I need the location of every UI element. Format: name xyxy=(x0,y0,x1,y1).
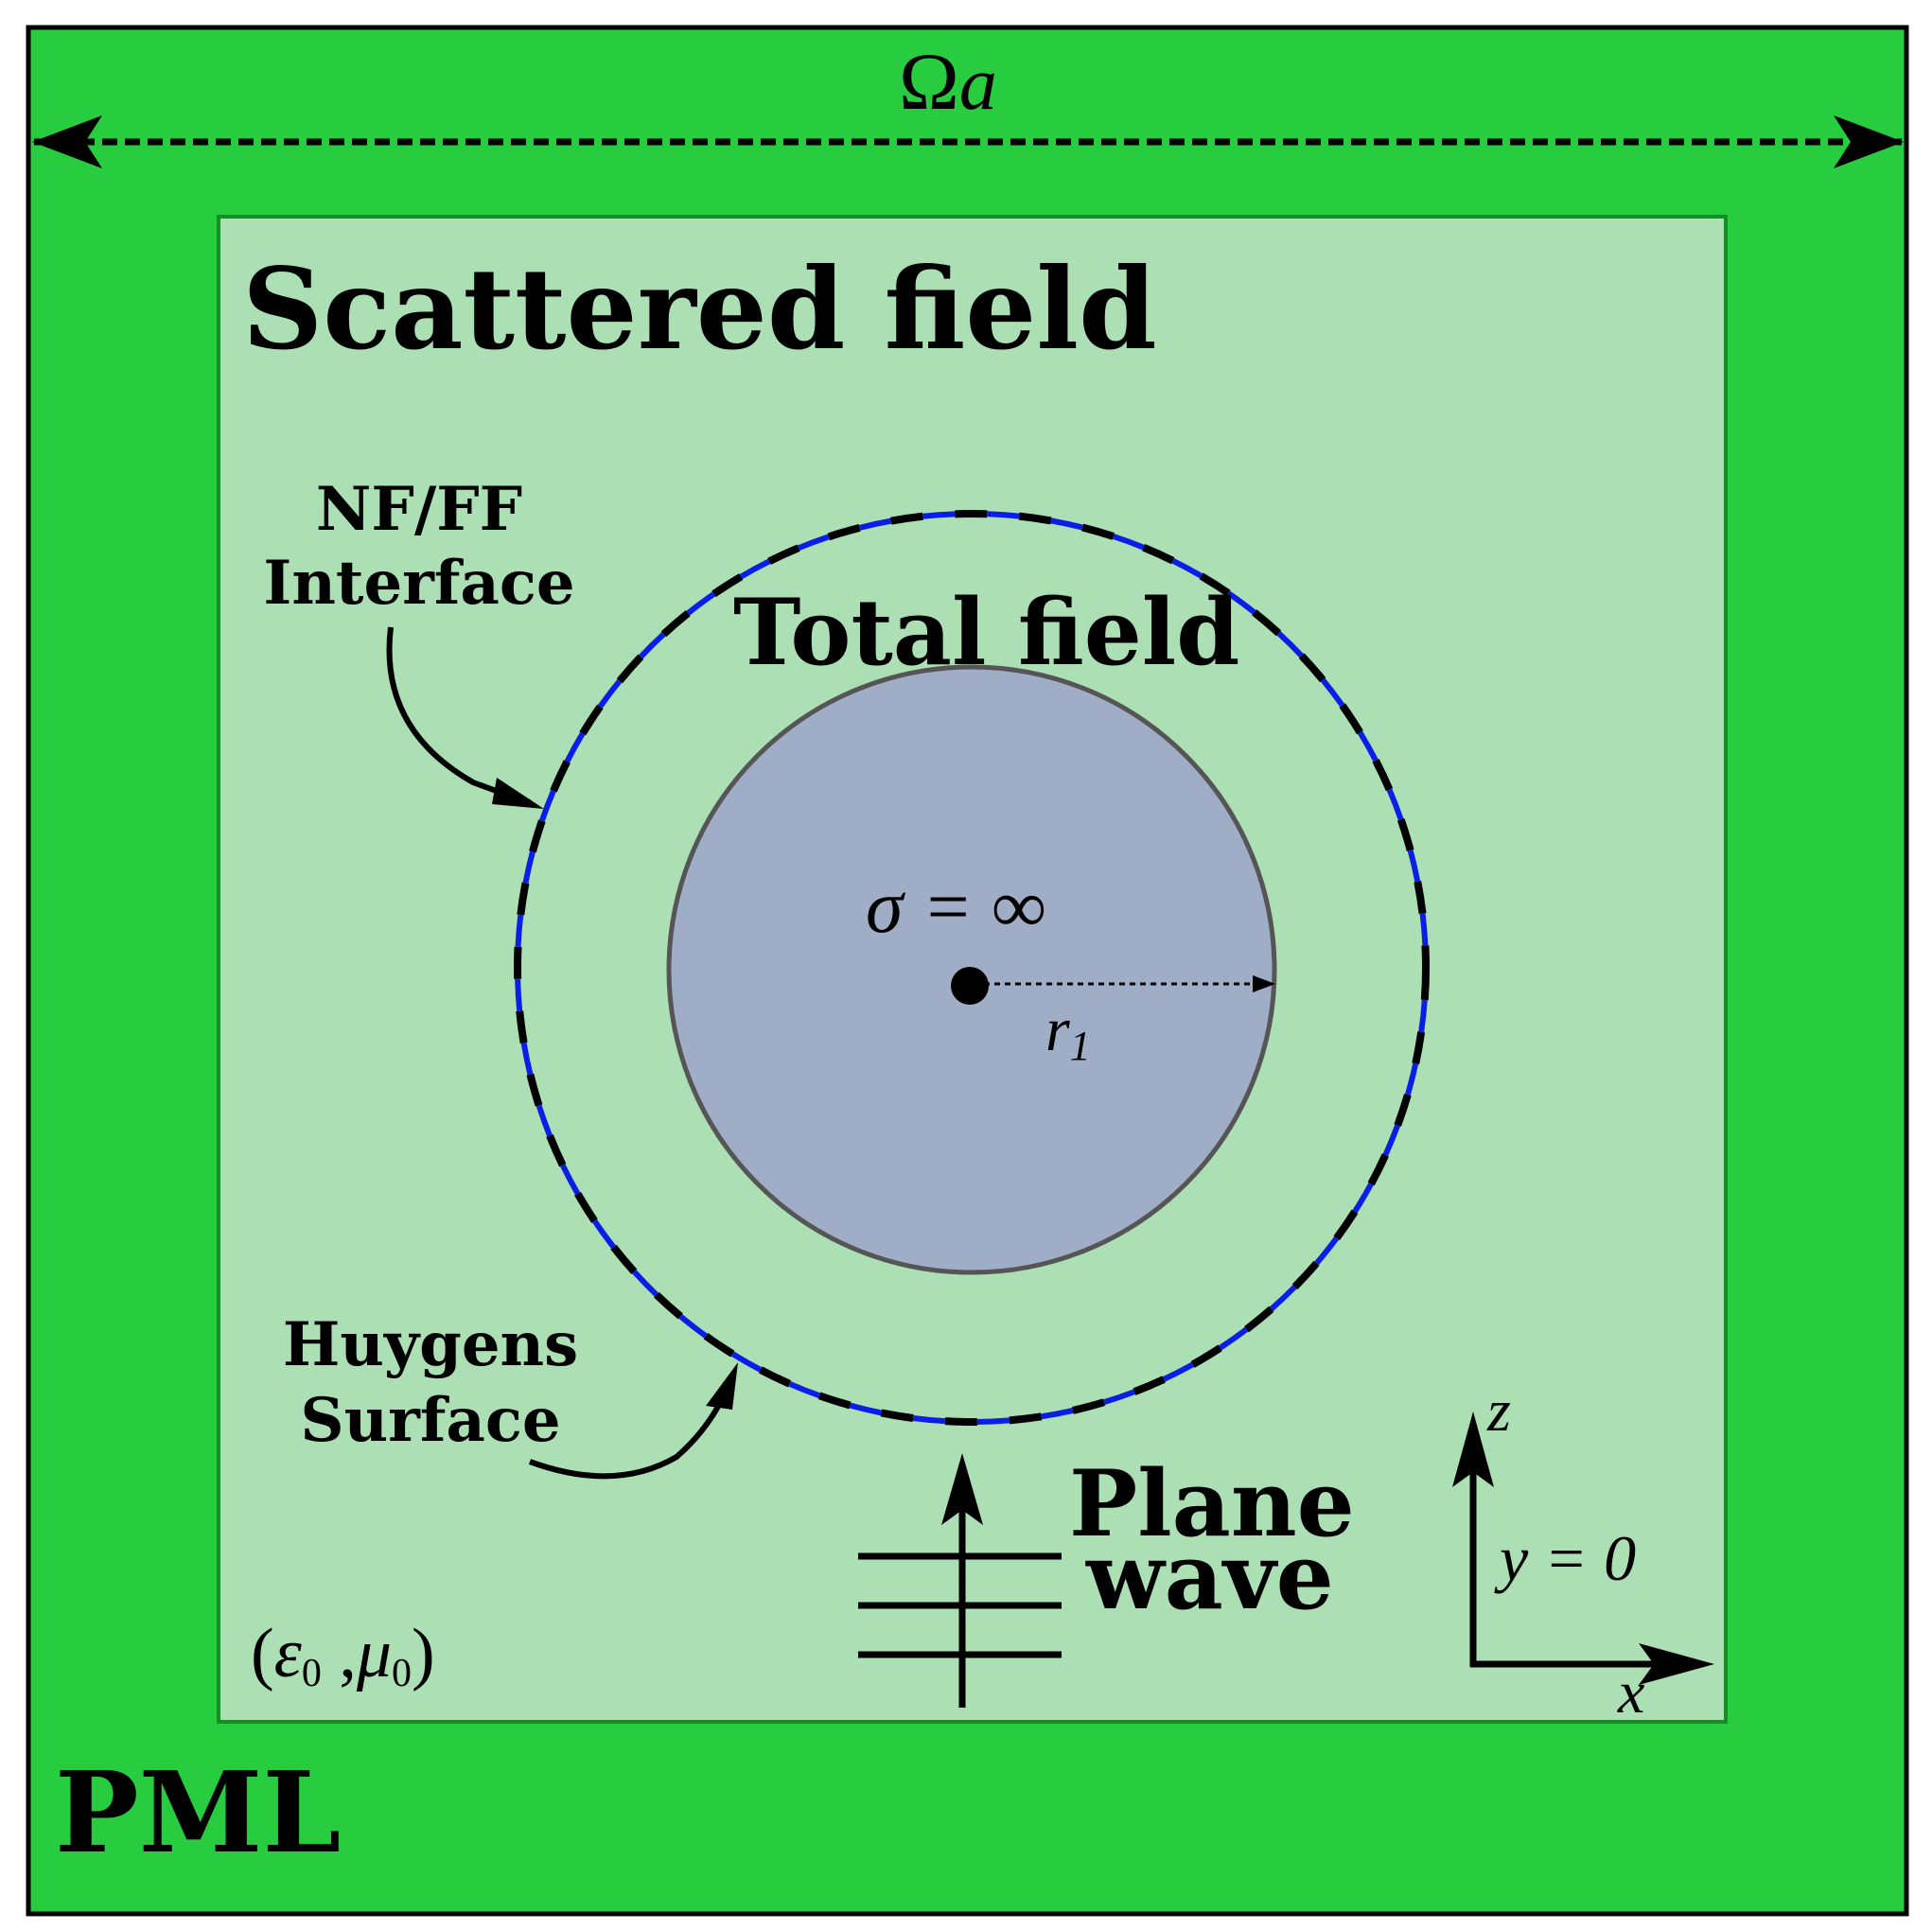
domain-width-arrow-right-head xyxy=(1834,115,1904,168)
nfff-pointer-head xyxy=(492,778,544,809)
nfff-label-line2: Interface xyxy=(263,548,574,619)
x-axis-head xyxy=(1639,1643,1714,1685)
radius-label: r1 xyxy=(1045,995,1091,1069)
z-axis-head xyxy=(1452,1412,1494,1487)
scattered-field-title: Scattered field xyxy=(242,243,1157,375)
huygens-pointer-head xyxy=(706,1362,738,1410)
plane-equation: y = 0 xyxy=(1494,1522,1636,1594)
domain-width-arrow-left-head xyxy=(32,115,102,168)
nfff-label-line1: NF/FF xyxy=(316,474,522,545)
medium-parameters: (ε0 ,μ0) xyxy=(251,1615,435,1695)
pml-label: PML xyxy=(55,1746,341,1878)
huygens-label-line2: Surface xyxy=(300,1385,560,1456)
conductivity-label: σ = ∞ xyxy=(866,866,1045,949)
z-axis-label: z xyxy=(1486,1377,1511,1444)
x-axis-label: x xyxy=(1617,1658,1644,1726)
huygens-label-line1: Huygens xyxy=(283,1309,578,1380)
plane-wave-label-line2: wave xyxy=(1085,1523,1334,1630)
scatterer-center xyxy=(951,967,989,1005)
huygens-surface-black xyxy=(514,510,1430,1426)
omega-a-label: Ωa xyxy=(899,36,997,127)
plane-wave-arrow-head xyxy=(941,1453,983,1525)
huygens-pointer-arrow xyxy=(528,1384,731,1480)
plane-wave-label-line1: Plane xyxy=(1069,1450,1355,1557)
